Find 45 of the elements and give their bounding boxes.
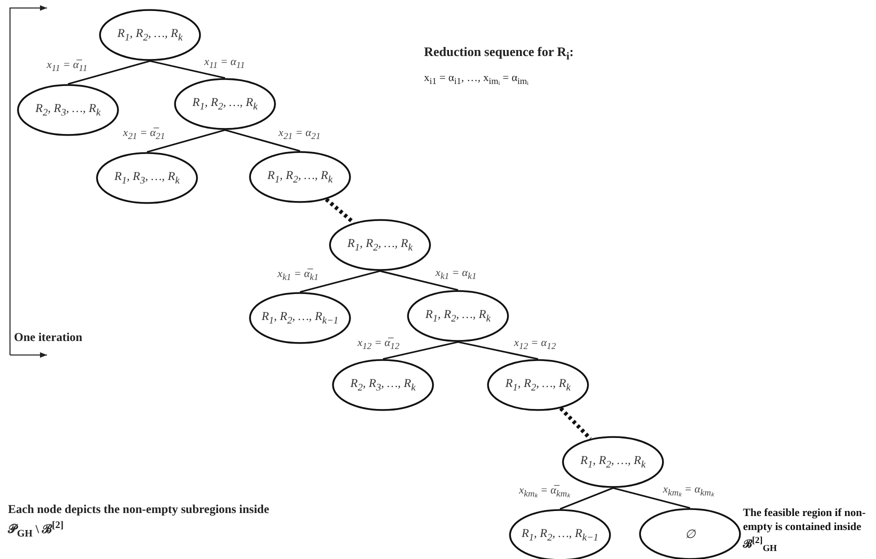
branch-line (150, 60, 226, 79)
heading: Reduction sequence for R$_{i}$: (424, 43, 574, 65)
edge-label: x$_{11}$ = α̅$_{11}$ (46, 58, 88, 73)
set-label: R$_{1}$, R$_{2}$, …, R$_{k}$ (505, 376, 571, 394)
ellipse-node (329, 219, 431, 271)
note-text: Each node depicts the non-empty subregions inside 𝒫$_{GH}$ \ ℬ$^{[2]}$ (8, 501, 270, 542)
branch-line (458, 341, 538, 360)
caption-text: One iteration (14, 329, 82, 346)
set-label: R$_{2}$, R$_{3}$, …, R$_{k}$ (350, 376, 416, 394)
set-label: R$_{1}$, R$_{2}$, …, R$_{k}$ (580, 453, 646, 471)
edge-label: x$_{kmₖ}$ = α̅$_{kmₖ}$ (518, 484, 571, 500)
ellipse-node (562, 436, 664, 488)
ellipse-node (96, 152, 198, 204)
branch-line (68, 60, 150, 85)
formula: x$_{i1}$ = α$_{i1}$, …, x$_{imᵢ}$ = α$_{imᵢ}$ (424, 71, 529, 88)
set-label: R$_{1}$, R$_{2}$, …, R$_{k}$ (267, 168, 333, 186)
edge-label: x$_{12}$ = α̅$_{12}$ (356, 336, 400, 351)
set-label: R$_{1}$, R$_{2}$, …, R$_{k−1}$ (262, 309, 338, 327)
branch-line (612, 487, 690, 509)
ellipse-node (332, 359, 434, 411)
set-label: R$_{1}$, R$_{2}$, …, R$_{k−1}$ (522, 526, 598, 544)
ellipse-node (174, 78, 276, 130)
ellipse-node (99, 9, 201, 61)
set-label: R$_{1}$, R$_{2}$, …, R$_{k}$ (117, 26, 183, 44)
branch-line (300, 270, 380, 293)
branch-line (382, 341, 458, 360)
ellipse-node (249, 292, 351, 344)
set-label: R$_{1}$, R$_{3}$, …, R$_{k}$ (114, 169, 180, 187)
ellipse-node (407, 290, 509, 342)
set-label: R$_{2}$, R$_{3}$, …, R$_{k}$ (35, 101, 101, 119)
dotted-line (559, 406, 592, 440)
set-label: R$_{1}$, R$_{2}$, …, R$_{k}$ (347, 236, 413, 254)
branch-line (146, 129, 226, 153)
ellipse-node (17, 84, 119, 136)
edge-label: x$_{21}$ = α̅$_{21}$ (122, 126, 166, 142)
ellipse-node (249, 151, 351, 203)
set-label: R$_{1}$, R$_{2}$, …, R$_{k}$ (192, 95, 258, 113)
set-label: R$_{1}$, R$_{2}$, …, R$_{k}$ (425, 307, 491, 325)
set-label: ∅ (685, 526, 695, 542)
branch-line (560, 487, 614, 510)
branch-line (224, 129, 300, 152)
ellipse-node (487, 359, 589, 411)
dotted-line (324, 198, 356, 224)
edge-label: x$_{k1}$ = α̅$_{k1}$ (276, 267, 320, 282)
branch-line (380, 270, 458, 291)
